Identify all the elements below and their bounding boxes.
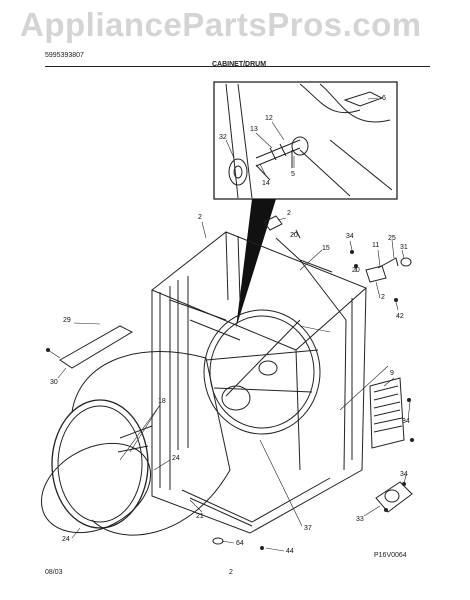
callout-44: 44	[286, 548, 294, 555]
callout-25: 25	[388, 235, 396, 242]
heater-box	[369, 377, 405, 449]
inset-callouts: 6 12 13 32 5 14	[219, 95, 386, 187]
callout-34: 34	[346, 233, 354, 240]
publication-number: 5995393807	[45, 52, 84, 59]
callout-34: 34	[400, 471, 408, 478]
control-bracket	[365, 257, 412, 283]
callout-12: 12	[265, 115, 273, 122]
callout-24: 24	[62, 536, 70, 543]
main-callouts: 2 2 20 34 15 11 25 31 20 2 42 29 30 18 9…	[50, 210, 410, 555]
callout-18: 18	[158, 398, 166, 405]
callout-24: 24	[172, 455, 180, 462]
callout-32: 32	[219, 134, 227, 141]
callout-11: 11	[372, 242, 379, 249]
section-title: CABINET/DRUM	[212, 61, 267, 68]
drum	[40, 351, 231, 536]
top-clip	[263, 215, 301, 239]
cabinet-frame	[151, 231, 367, 534]
callout-9: 9	[390, 370, 394, 377]
inset-pointer	[236, 199, 276, 328]
callout-2: 2	[287, 210, 291, 217]
page-number: 2	[229, 569, 233, 576]
figure-code: P16V0064	[374, 552, 407, 559]
fasteners	[46, 250, 414, 550]
header-rule	[45, 66, 430, 67]
callout-42: 42	[396, 313, 404, 320]
callout-64: 64	[236, 540, 244, 547]
watermark: AppliancePartsPros.com	[20, 6, 422, 43]
callout-2: 2	[381, 294, 385, 301]
callout-15: 15	[322, 245, 330, 252]
toe-panel	[59, 325, 134, 369]
callout-13: 13	[250, 126, 258, 133]
drive-assembly	[203, 309, 321, 435]
callout-14: 14	[262, 180, 270, 187]
callout-20: 20	[290, 232, 298, 239]
callout-leaders	[47, 217, 411, 552]
callout-6: 6	[382, 95, 386, 102]
callout-21: 21	[196, 513, 204, 520]
motor-bracket	[375, 481, 413, 513]
callout-31: 31	[400, 244, 408, 251]
callout-5: 5	[291, 171, 295, 178]
footer-date: 08/03	[45, 569, 63, 576]
callout-37: 37	[304, 525, 312, 532]
callout-33: 33	[356, 516, 364, 523]
inset-detail	[213, 81, 398, 200]
callout-2: 2	[198, 214, 202, 221]
callout-30: 30	[50, 379, 58, 386]
callout-29: 29	[63, 317, 71, 324]
callout-20: 20	[352, 267, 360, 274]
callout-34: 34	[402, 418, 410, 425]
